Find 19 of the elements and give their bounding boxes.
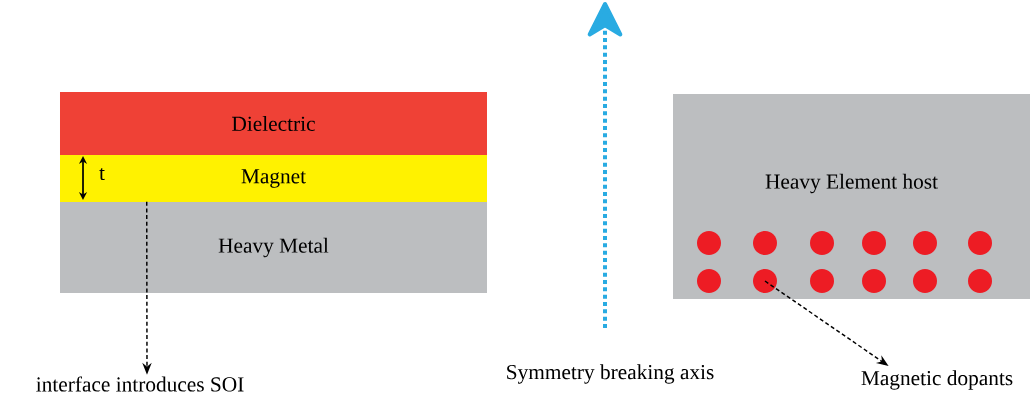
dopant-dot [862,269,886,293]
host-box: Heavy Element host [673,94,1030,299]
dopant-dot [753,231,777,255]
dopant-dot [810,269,834,293]
dopant-dot [697,269,721,293]
dopant-dot [753,269,777,293]
layer-box: Heavy Metal [60,202,487,293]
dopant-dot [913,269,937,293]
dopant-dot [697,231,721,255]
dopant-dot [913,231,937,255]
dopant-dot [968,231,992,255]
dopant-dot [862,231,886,255]
annotation-text: interface introduces SOI [34,375,246,393]
axis-label: Symmetry breaking axis [507,364,714,384]
dopant-dot [810,231,834,255]
annotation-text: Magnetic dopants [859,368,1015,392]
dimension-label: t [99,167,105,181]
layer-box: Dielectric [60,92,487,155]
dopant-dot [968,269,992,293]
